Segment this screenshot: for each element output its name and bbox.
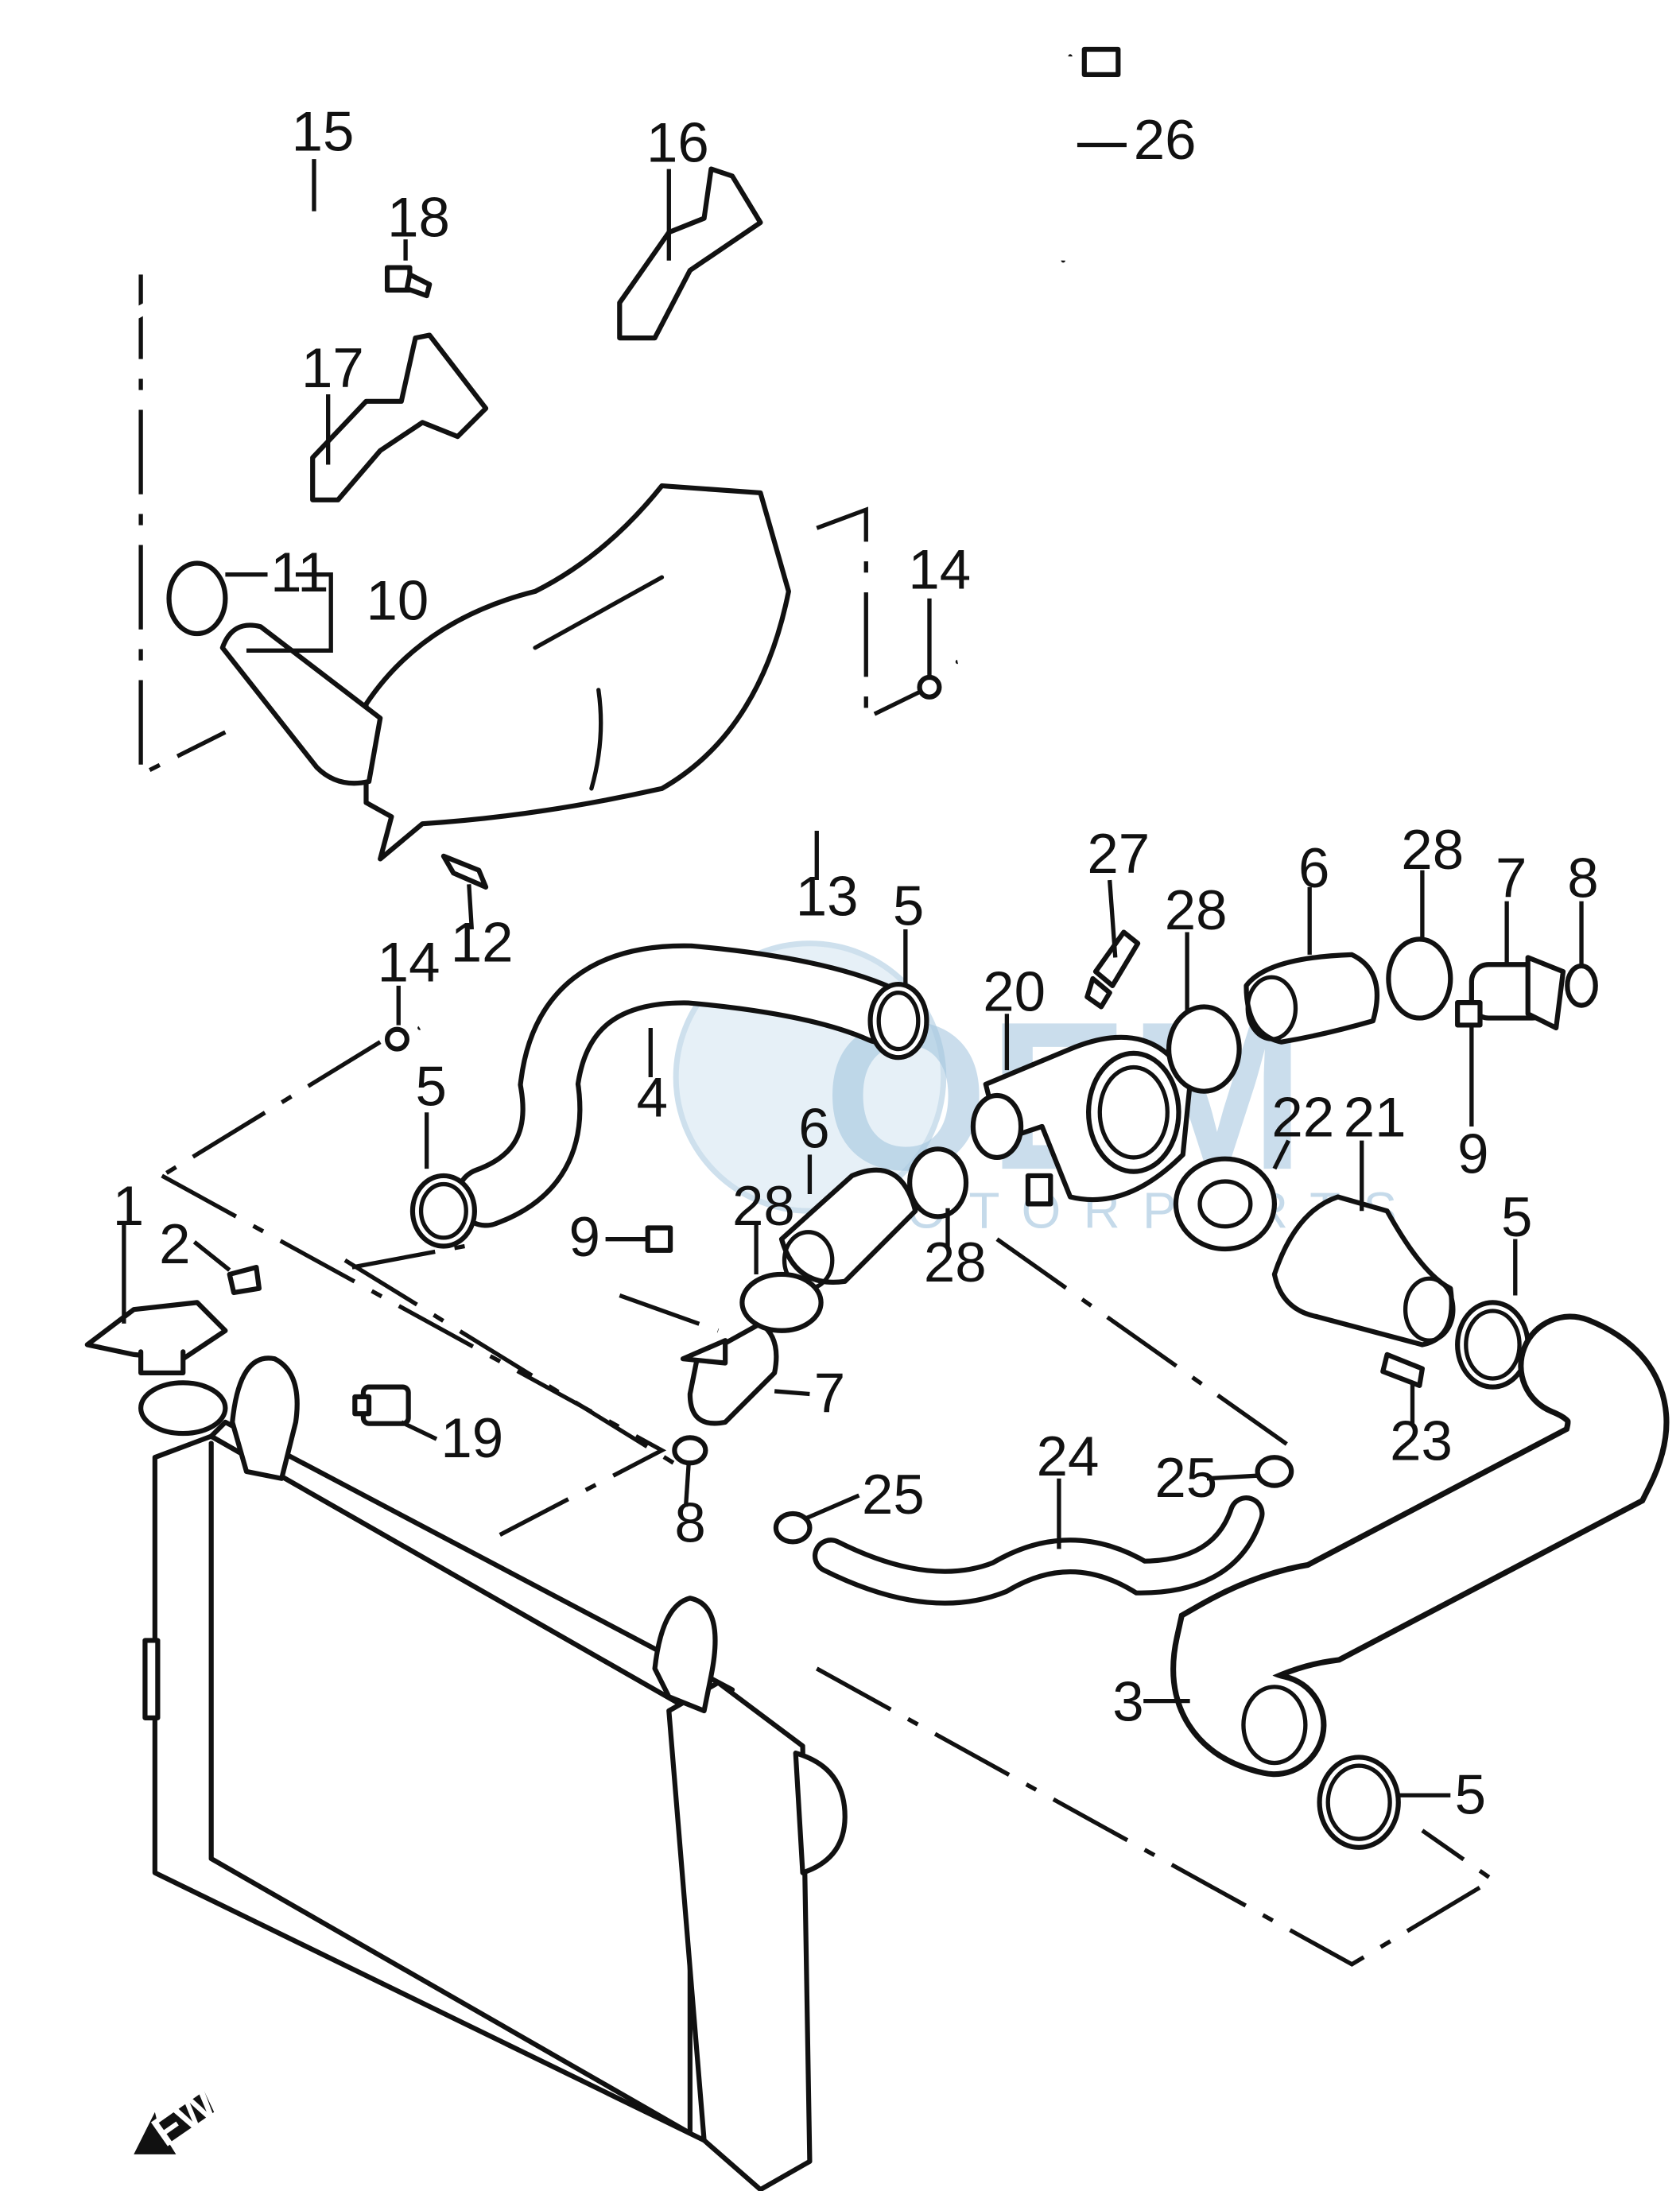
callout-4: 4 [637, 1067, 668, 1130]
callout-5-right: 5 [1501, 1186, 1532, 1249]
part-14-clip-lower [384, 1026, 409, 1052]
callout-26: 26 [1134, 109, 1197, 172]
part-19-fan-switch [352, 1384, 411, 1426]
part-16-bracket [617, 166, 763, 341]
callout-28-left: 28 [732, 1175, 795, 1238]
radiator [138, 1355, 848, 2191]
part-5-clamp-b [409, 1173, 477, 1249]
part-28-clamp-a [1166, 1004, 1242, 1094]
part-5-clamp-c [1455, 1300, 1531, 1390]
part-13-hose [417, 649, 1008, 1033]
part-22-thermostat [1173, 1156, 1278, 1252]
part-1-radiator-cap [84, 1300, 228, 1376]
callout-5-upper: 5 [893, 875, 924, 938]
callout-21: 21 [1344, 1086, 1406, 1149]
part-11-cap [166, 560, 228, 637]
part-18-bolt [384, 265, 433, 299]
callout-16: 16 [646, 112, 709, 175]
callout-14-lower: 14 [378, 932, 440, 995]
callout-20: 20 [983, 961, 1046, 1024]
callout-28-mid: 28 [924, 1231, 987, 1294]
callout-13: 13 [796, 865, 859, 928]
callout-28-thermostat: 28 [1165, 879, 1228, 942]
callout-14-upper: 14 [908, 538, 971, 601]
part-25-clip-left [773, 1510, 813, 1545]
part-4-hose [455, 943, 911, 1228]
callout-9-right: 9 [1457, 1123, 1488, 1185]
callout-17: 17 [301, 337, 364, 400]
part-28-clamp-c [907, 1146, 969, 1220]
part-24-hose [812, 1495, 1265, 1606]
callout-9-left: 9 [569, 1206, 600, 1269]
leader-lines [122, 142, 1584, 1797]
callout-22: 22 [1271, 1086, 1334, 1149]
part-25-clip-right [1255, 1455, 1294, 1488]
part-3-lower-hose [1170, 1313, 1670, 1778]
part-9-bolt-right [1455, 1000, 1483, 1028]
part-21-thermostat-cover [1271, 1194, 1456, 1348]
callout-6-lower: 6 [798, 1098, 829, 1161]
callout-25-left: 25 [862, 1464, 925, 1526]
callout-27: 27 [1087, 823, 1150, 886]
part-26-sensor-wire [1058, 46, 1121, 263]
callout-2: 2 [159, 1213, 190, 1276]
callout-3: 3 [1112, 1670, 1143, 1733]
callout-12: 12 [451, 912, 514, 975]
part-6-hose-upper [1244, 952, 1380, 1045]
part-8-oring-right [1565, 963, 1598, 1008]
fwd-arrow-icon [134, 2091, 215, 2154]
part-14-clip-upper [917, 674, 942, 700]
callout-8-right: 8 [1567, 847, 1598, 909]
part-7-pipe-left [680, 1320, 779, 1426]
callout-8-left: 8 [674, 1491, 705, 1554]
part-7-pipe-right [1469, 955, 1566, 1031]
part-10-reservoir-tank [219, 483, 791, 862]
part-2-screw [227, 1264, 262, 1296]
part-28-clamp-d [739, 1271, 824, 1333]
callout-15: 15 [292, 101, 355, 164]
callout-6-upper: 6 [1298, 837, 1329, 900]
part-20-thermostat-housing [970, 1034, 1193, 1207]
callout-24: 24 [1037, 1425, 1100, 1488]
part-12-bolt [440, 853, 489, 890]
callout-18: 18 [387, 187, 450, 250]
part-28-clamp-b [1386, 937, 1453, 1021]
part-5-clamp-a [867, 981, 929, 1061]
callout-25-right: 25 [1154, 1447, 1217, 1510]
callout-1: 1 [113, 1175, 144, 1238]
part-9-bolt-left [645, 1225, 673, 1253]
part-23-bolt [1380, 1351, 1425, 1388]
callout-5-left: 5 [415, 1055, 446, 1118]
callout-28-right: 28 [1401, 819, 1464, 882]
callout-7-right: 7 [1496, 847, 1527, 909]
callout-7-left: 7 [814, 1363, 845, 1425]
part-6-hose-lower [778, 1167, 918, 1291]
callout-10: 10 [367, 569, 429, 632]
callout-labels: 15 16 18 17 26 11 10 14 12 13 14 5 5 4 6… [113, 101, 1599, 1827]
callout-23: 23 [1390, 1410, 1453, 1473]
part-17-bracket [310, 332, 489, 502]
callout-19: 19 [440, 1407, 503, 1470]
part-5-clamp-d [1317, 1755, 1401, 1850]
part-15-overflow-hose [33, 43, 633, 360]
part-8-oring-left [672, 1435, 708, 1466]
callout-5-bottom: 5 [1455, 1763, 1486, 1826]
part-27-temperature-switch [1084, 929, 1141, 1010]
callout-11: 11 [270, 541, 329, 604]
fwd-direction-marker: FWD [134, 2062, 250, 2155]
